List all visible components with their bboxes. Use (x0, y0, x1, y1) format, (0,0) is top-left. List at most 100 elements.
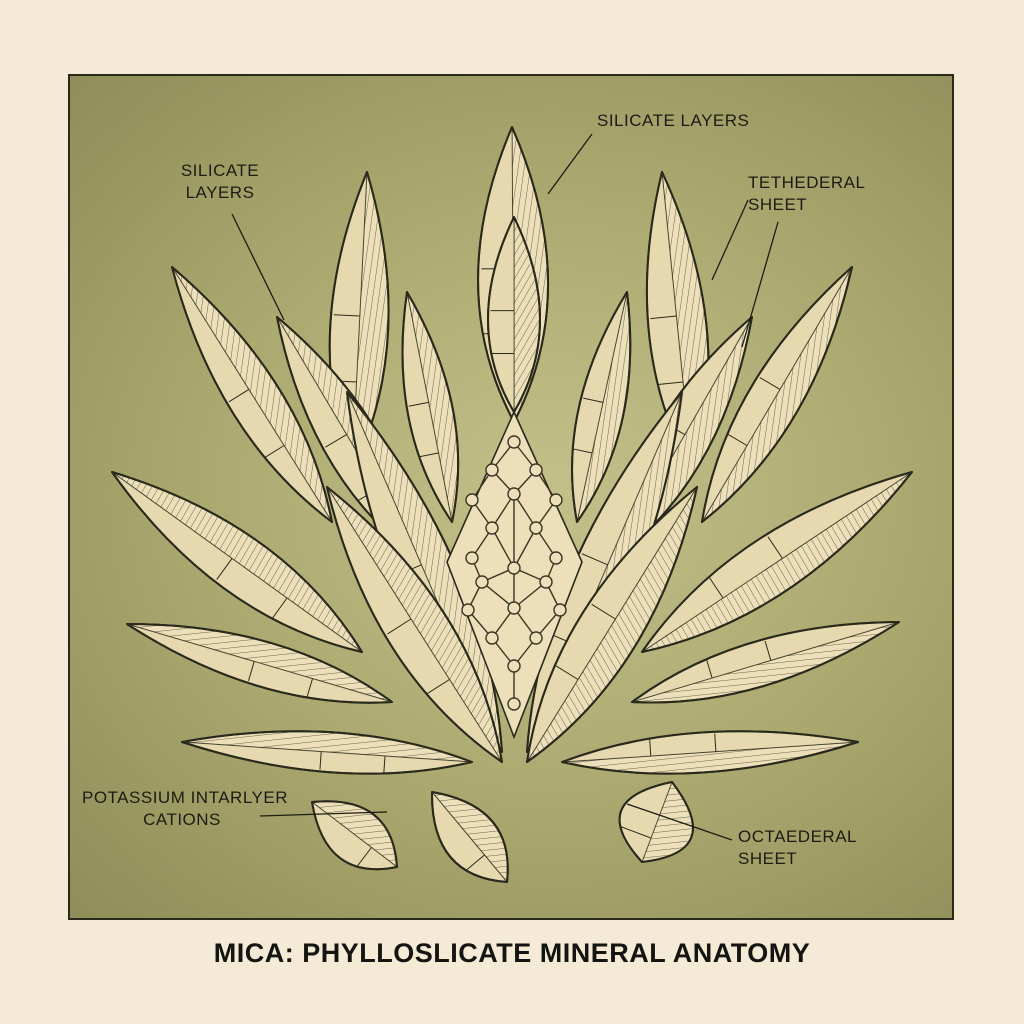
lattice-bond (513, 581, 547, 609)
lattice-atom (485, 521, 499, 535)
lattice-bond (513, 527, 537, 569)
petal-crown-outline (487, 216, 541, 413)
label-tetrahedral-sheet: TETHEDERAL SHEET (748, 172, 865, 216)
lattice-atom (549, 551, 563, 565)
leader-line-bottom-right (626, 803, 733, 841)
label-octahedral-sheet: OCTAEDERAL SHEET (738, 826, 857, 870)
petal-flank-right-2 (631, 621, 900, 704)
leader-line-bottom-left (259, 811, 388, 817)
petal-crown (487, 216, 541, 413)
petal-mid-left-2-vein (408, 401, 429, 407)
lattice-atom (507, 601, 521, 615)
figure-caption: MICA: PHYLLOSLICATE MINERAL ANATOMY (213, 938, 811, 968)
lotus-mica-illustration (111, 126, 913, 883)
lattice-atom (507, 435, 521, 449)
petal-back-left-1-vein (263, 445, 285, 459)
lattice-atom (507, 561, 521, 575)
petal-back-right-2-vein (650, 315, 677, 320)
petal-mid-right-2-vein (583, 397, 604, 403)
petal-flank-left-1-outline (111, 471, 363, 653)
petal-back-center-outline (477, 126, 550, 423)
petal-flank-right-1-vein (708, 576, 724, 599)
label-silicate-layers-top: SILICATE LAYERS (597, 111, 750, 130)
lattice-bond (481, 581, 515, 609)
petal-flank-left-2-vein (248, 661, 255, 682)
lattice-atom (529, 521, 543, 535)
petal-flank-right-2-shade (632, 622, 899, 702)
petal-back-right-1-shade (702, 267, 852, 522)
petal-back-left-2-vein (333, 314, 360, 317)
petal-flank-right-1 (641, 471, 913, 653)
petal-low-left-outline (181, 730, 473, 775)
leader-line-top-right-b (741, 221, 779, 348)
petal-low-right (561, 730, 859, 775)
pad-right-vein (619, 825, 652, 839)
pad-left-shade (312, 802, 397, 870)
label-line: POTASSIUM INTARLYER (82, 788, 288, 807)
petal-flank-right-1-shade (642, 472, 912, 652)
lattice-bond (513, 493, 537, 529)
petal-back-left-1-outline (171, 266, 333, 523)
pad-left-vein (356, 847, 372, 868)
petal-front-left (326, 486, 503, 763)
petal-inner-right-vein (581, 553, 608, 566)
lattice-atom (465, 551, 479, 565)
petal-back-left-1-vein (228, 388, 250, 403)
petal-low-right-outline (561, 730, 859, 775)
petal-low-left-vein (383, 755, 386, 774)
petal-flank-right-2-vein (764, 640, 772, 661)
petal-front-right-shade (527, 487, 697, 762)
lattice-atom (553, 603, 567, 617)
petal-front-right-vein (554, 664, 579, 680)
petal-front-right (526, 486, 698, 763)
lattice-atom (461, 603, 475, 617)
petal-flank-left-2-shade (127, 624, 392, 703)
petal-back-right-1 (701, 266, 853, 523)
pad-left (311, 800, 398, 871)
lattice-network (446, 410, 583, 740)
petal-low-left-vein (319, 751, 322, 770)
petal-flank-left-1 (111, 471, 363, 653)
pad-left-outline (311, 800, 398, 871)
leader-line-top-right-a (711, 199, 749, 281)
petal-flank-left-1-vein (216, 558, 233, 580)
lattice-atom (539, 575, 553, 589)
petal-low-right-shade (562, 731, 858, 762)
label-silicate-layers-left: SILICATE LAYERS (172, 160, 268, 204)
pad-center-shade (431, 792, 507, 882)
petal-flank-right-1-outline (641, 471, 913, 653)
petal-flank-left-2-outline (126, 622, 393, 704)
petal-flank-left-2 (126, 622, 393, 704)
petal-mid-left-2-shade (402, 292, 452, 522)
petal-mid-left-2 (401, 291, 460, 523)
label-line: TETHEDERAL (748, 173, 866, 192)
petal-flank-right-1-vein (767, 536, 783, 559)
petal-mid-right-2 (571, 291, 632, 523)
petal-flank-right-2-vein (705, 658, 713, 679)
leader-line-top-center (547, 133, 593, 195)
petal-back-left-1-shade (172, 267, 332, 522)
pad-right-outline (618, 781, 694, 863)
pad-center (430, 791, 509, 883)
petal-flank-right-2-outline (631, 621, 900, 704)
petal-front-left-vein (387, 618, 412, 635)
label-line: LAYERS (185, 183, 255, 202)
petal-mid-right-2-outline (571, 291, 632, 523)
petal-back-right-1-outline (701, 266, 853, 523)
lattice-atom (549, 493, 563, 507)
petal-mid-left-1-vein (325, 434, 347, 448)
petal-flank-left-1-vein (271, 597, 288, 620)
label-line: SHEET (738, 849, 798, 868)
petal-mid-right-2-shade (572, 292, 627, 522)
lattice-atom (465, 493, 479, 507)
lattice-atom (485, 463, 499, 477)
petal-back-right-1-vein (759, 377, 781, 390)
petal-low-right-vein (649, 738, 652, 757)
petal-mid-right-2-vein (572, 448, 593, 454)
petal-low-left (181, 730, 473, 775)
pad-center-outline (430, 791, 509, 883)
lattice-atom (529, 631, 543, 645)
lattice-atom (507, 697, 521, 711)
petal-mid-left-2-vein (418, 452, 439, 458)
lattice-atom (507, 487, 521, 501)
